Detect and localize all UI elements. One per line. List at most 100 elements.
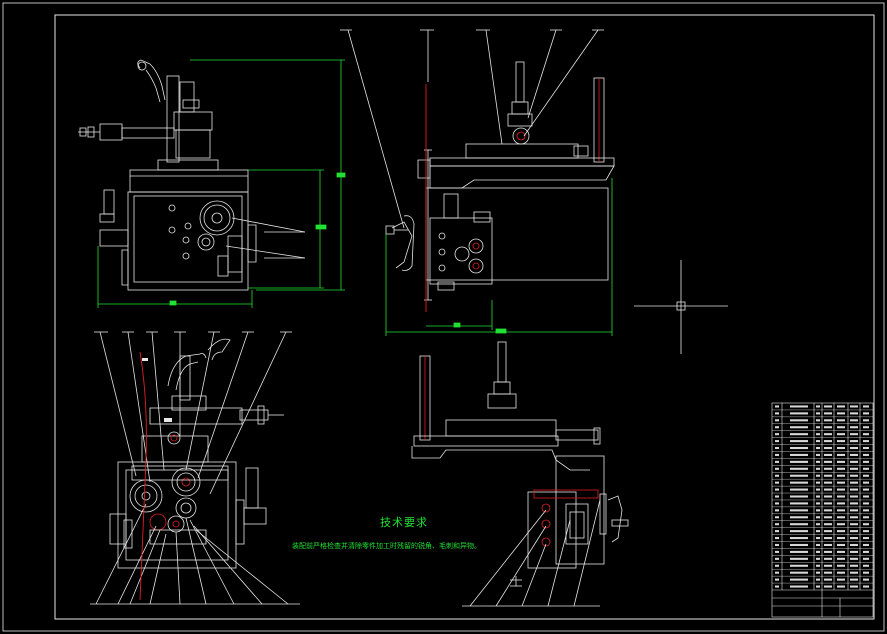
parts-list-cell-mark [863, 550, 869, 553]
parts-list-cell-mark [824, 419, 832, 422]
inner-border [54, 14, 875, 620]
parts-list-cell-mark [837, 502, 845, 505]
dimension-lines-view2 [385, 178, 613, 336]
parts-list-cell-mark [824, 557, 832, 560]
parts-list-cell-mark [850, 460, 858, 463]
parts-list-cell-mark [837, 460, 845, 463]
parts-list-cell-mark [816, 509, 820, 512]
parts-list-cell-mark [824, 467, 832, 470]
parts-list-cell-mark [816, 495, 820, 498]
parts-list-cell-mark [790, 488, 808, 491]
parts-list-cell-mark [775, 488, 779, 491]
parts-list-cell-mark [824, 488, 832, 491]
parts-list-cell-mark [824, 502, 832, 505]
parts-list-cell-mark [863, 543, 869, 547]
parts-list-cell-mark [837, 440, 845, 443]
parts-list-cell-mark [837, 412, 845, 415]
parts-list-cell-mark [775, 481, 779, 484]
parts-list-cell-mark [790, 523, 808, 526]
parts-list-cell-mark [863, 537, 869, 540]
parts-list-cell-mark [816, 446, 820, 450]
parts-list-cell-mark [837, 530, 845, 533]
parts-list-cell-mark [850, 530, 858, 533]
parts-list-cell-mark [775, 516, 779, 519]
parts-list-cell-mark [775, 426, 779, 429]
parts-list-cell-mark [816, 502, 820, 505]
parts-list-cell-mark [775, 578, 779, 581]
parts-list-cell-mark [816, 537, 820, 540]
parts-list-cell-mark [775, 585, 779, 588]
parts-list-cell-mark [850, 571, 858, 574]
parts-list-cell-mark [790, 433, 808, 436]
front-view-top-left [78, 59, 306, 291]
parts-list-cell-mark [850, 557, 858, 560]
parts-list-cell-mark [790, 557, 808, 560]
parts-list-cell-mark [816, 426, 820, 429]
parts-list-cell-mark [790, 530, 808, 533]
parts-list-cell-mark [790, 419, 808, 422]
parts-list-cell-mark [790, 453, 808, 456]
parts-list-cell-mark [837, 564, 845, 567]
parts-list-cell-mark [850, 481, 858, 484]
parts-list-cell-mark [816, 433, 820, 436]
parts-list-cell-mark [824, 433, 832, 436]
parts-list-cell-mark [863, 467, 869, 470]
parts-list-cell-mark [775, 502, 779, 505]
parts-list-cell-mark [837, 523, 845, 526]
parts-list-cell-mark [816, 453, 820, 456]
parts-list-cell-mark [816, 488, 820, 491]
parts-list-cell-mark [824, 537, 832, 540]
parts-list-cell-mark [837, 474, 845, 477]
parts-list-cell-mark [837, 419, 845, 422]
parts-list-cell-mark [850, 453, 858, 456]
parts-list-cell-mark [824, 412, 832, 415]
parts-list-cell-mark [790, 405, 808, 408]
parts-list-cell-mark [824, 481, 832, 484]
parts-list-cell-mark [775, 557, 779, 560]
parts-list-cell-mark [790, 578, 808, 581]
parts-list-cell-mark [816, 474, 820, 477]
parts-list-cell-mark [824, 446, 832, 450]
parts-list-cell-mark [837, 516, 845, 519]
parts-list-cell-mark [837, 426, 845, 429]
parts-list-cell-mark [837, 405, 845, 408]
parts-list-cell-mark [816, 419, 820, 422]
parts-list-cell-mark [775, 474, 779, 477]
parts-list-cell-mark [790, 543, 808, 547]
parts-list-cell-mark [863, 564, 869, 567]
side-view-top-right [340, 29, 615, 301]
parts-list-cell-mark [850, 467, 858, 470]
parts-list-cell-mark [775, 571, 779, 574]
center-crosshair [634, 260, 728, 354]
parts-list-cell-mark [816, 564, 820, 567]
parts-list-rows [772, 405, 873, 588]
parts-list-cell-mark [850, 564, 858, 567]
parts-list-cell-mark [837, 467, 845, 470]
parts-list-cell-mark [837, 557, 845, 560]
parts-list-cell-mark [863, 405, 869, 408]
parts-list-cell-mark [863, 502, 869, 505]
dimension-lines-view1 [97, 59, 346, 308]
parts-list-cell-mark [790, 585, 808, 588]
section-view-bottom-right [411, 341, 629, 607]
parts-list-cell-mark [790, 426, 808, 429]
parts-list-cell-mark [863, 426, 869, 429]
parts-list-cell-mark [824, 426, 832, 429]
parts-list-cell-mark [790, 537, 808, 540]
parts-list-cell-mark [837, 446, 845, 450]
parts-list-cell-mark [863, 495, 869, 498]
parts-list-cell-mark [837, 571, 845, 574]
parts-list-cell-mark [775, 509, 779, 512]
parts-list-cell-mark [850, 474, 858, 477]
parts-list-cell-mark [824, 550, 832, 553]
parts-list-cell-mark [824, 564, 832, 567]
parts-list-cell-mark [863, 571, 869, 574]
parts-list-cell-mark [816, 523, 820, 526]
parts-list-cell-mark [790, 516, 808, 519]
parts-list-table [771, 402, 874, 618]
parts-list-cell-mark [837, 453, 845, 456]
parts-list-cell-mark [775, 543, 779, 547]
parts-list-cell-mark [863, 523, 869, 526]
parts-list-cell-mark [824, 495, 832, 498]
